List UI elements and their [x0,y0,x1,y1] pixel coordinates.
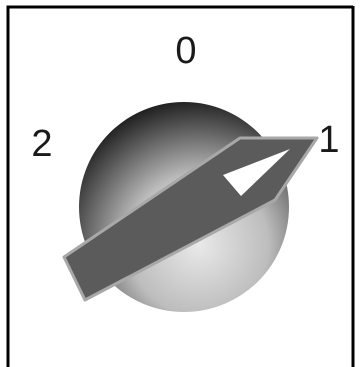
position-label-1: 1 [318,119,339,161]
pointer-indicator [223,149,290,196]
position-label-2: 2 [31,123,52,165]
position-label-0: 0 [175,30,196,72]
